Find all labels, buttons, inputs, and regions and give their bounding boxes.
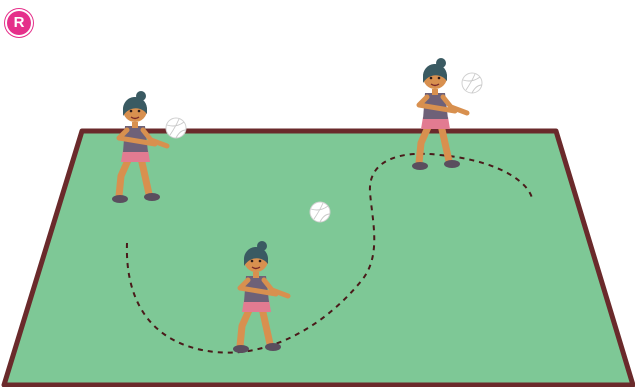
ball-center [310,202,330,222]
ball-right [462,73,482,93]
ball-left [166,118,186,138]
court [4,131,633,385]
